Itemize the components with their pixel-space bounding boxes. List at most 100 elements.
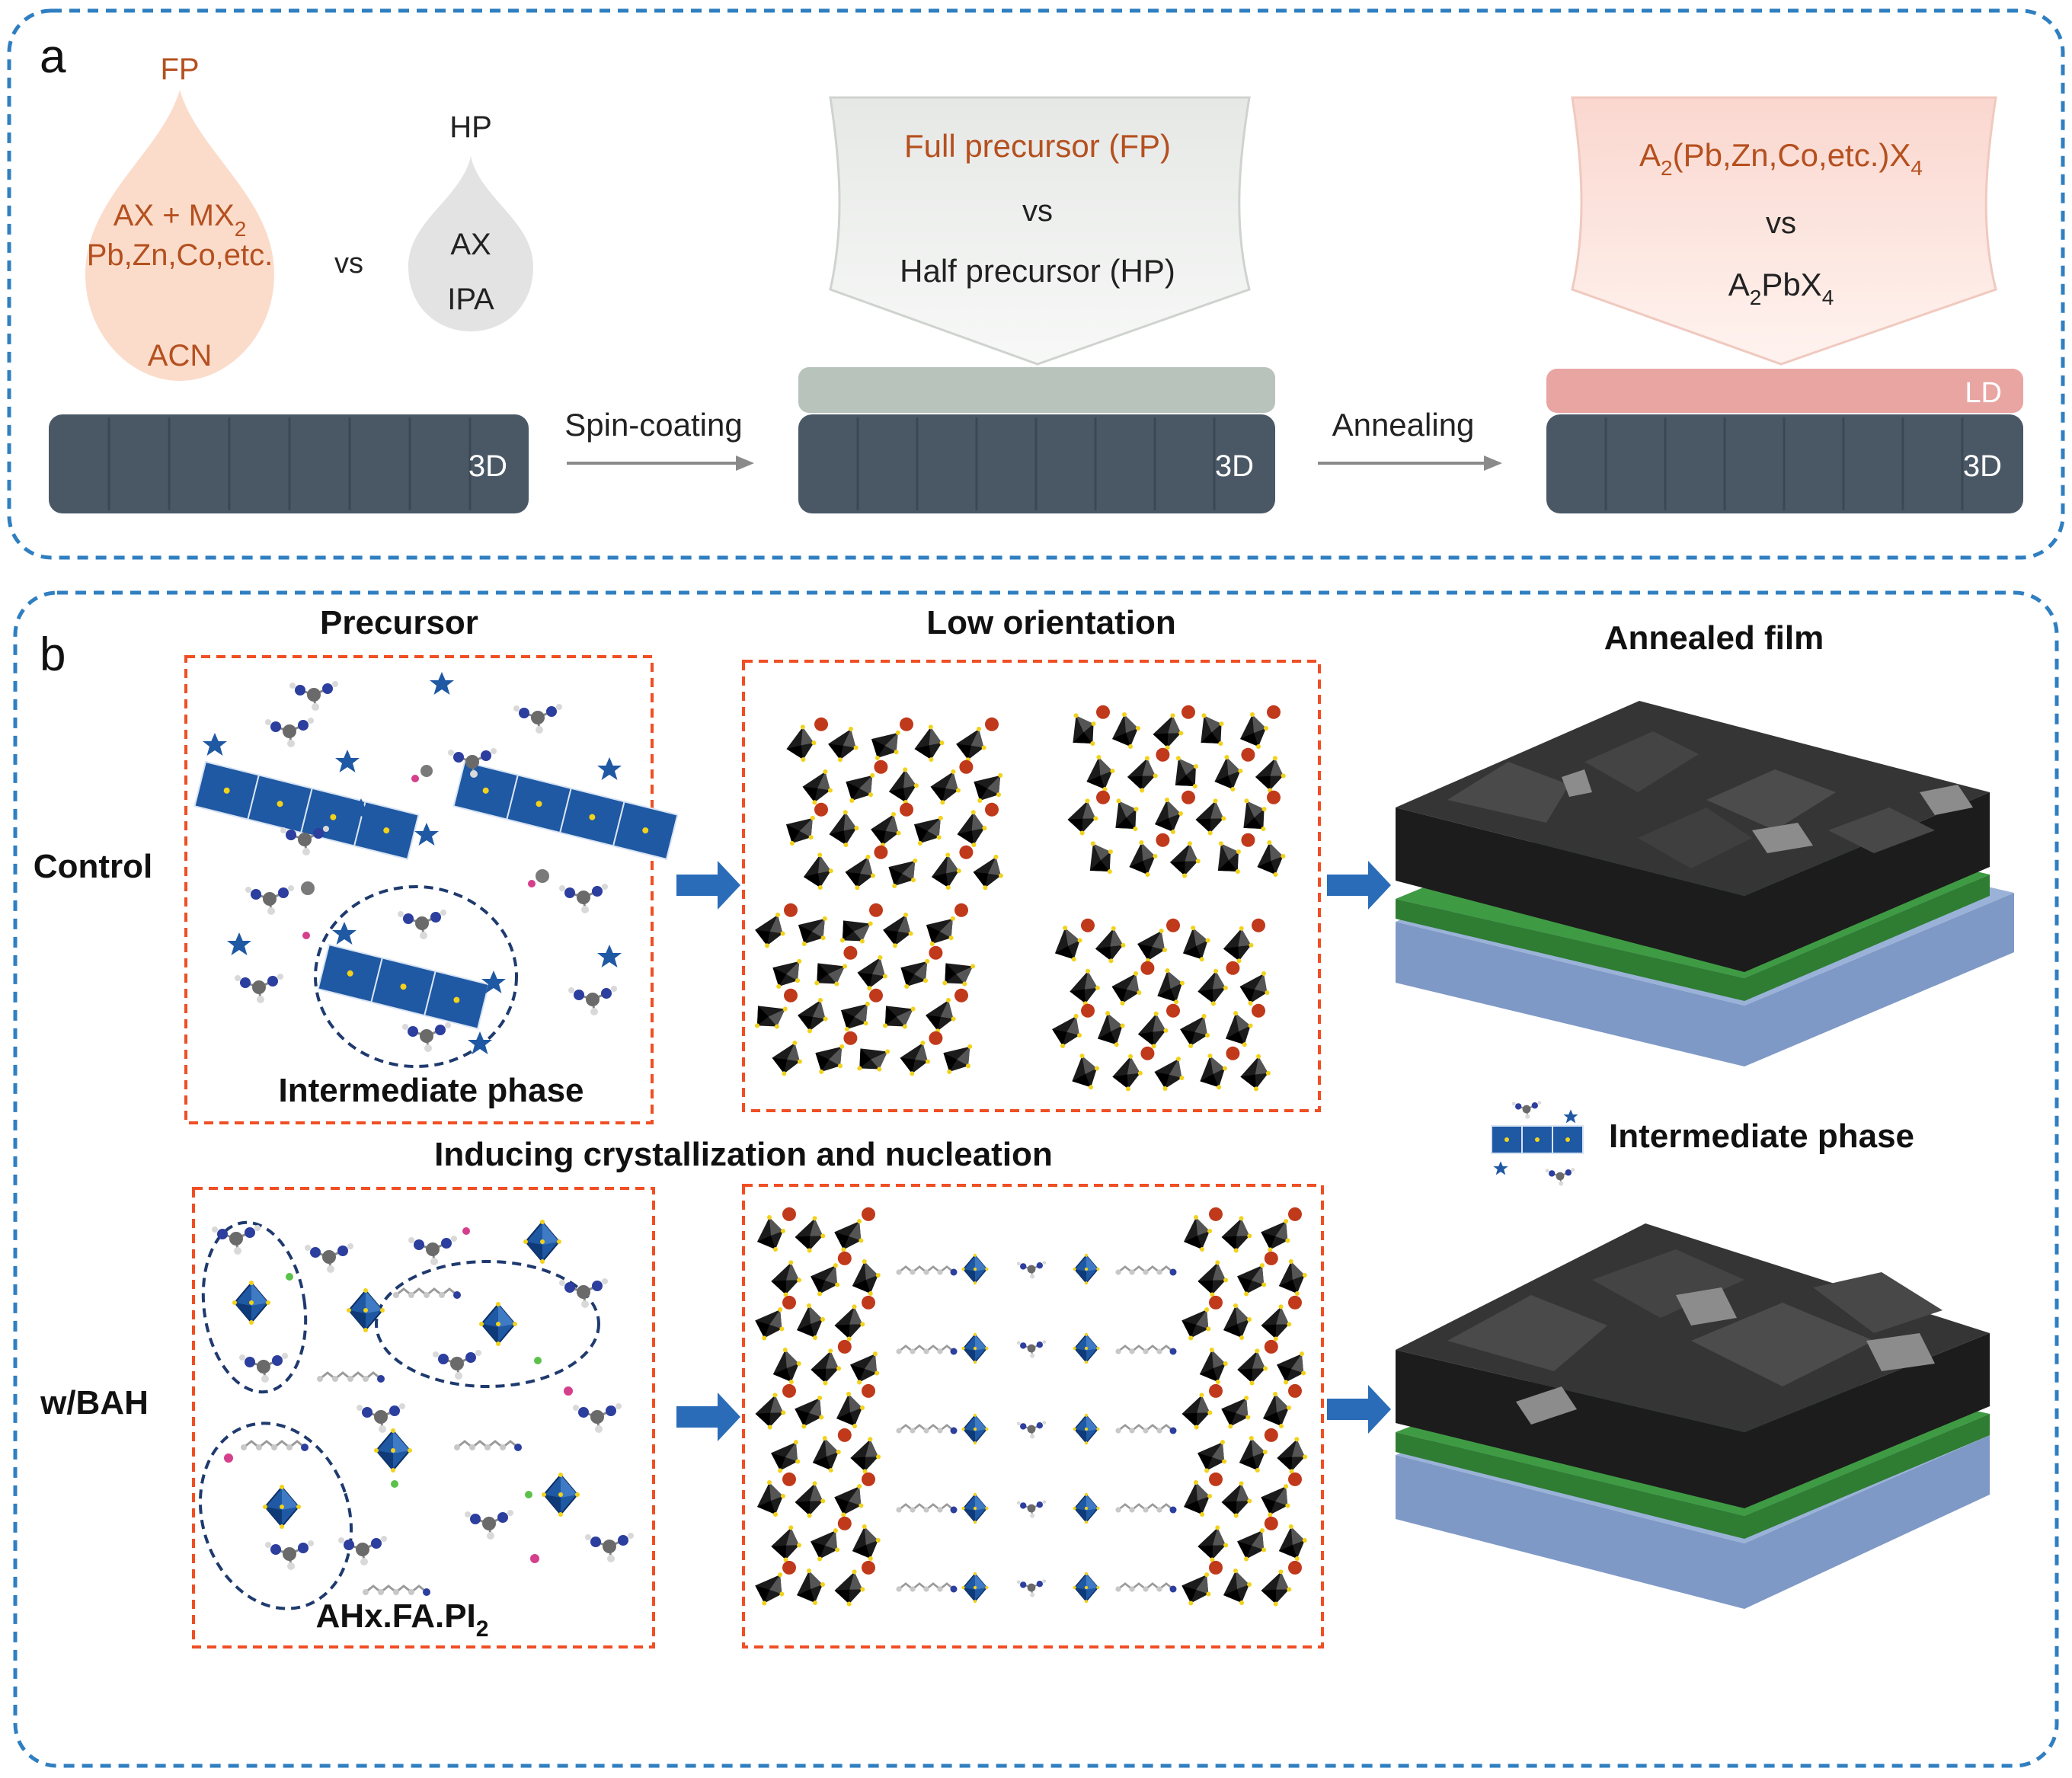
octahedron	[797, 1569, 825, 1605]
cation-sphere	[814, 802, 828, 817]
product-2-a: A	[1728, 267, 1750, 302]
cation-sphere	[1096, 790, 1110, 804]
ahx-caption-base: AHx.FA.PI	[316, 1597, 476, 1635]
octahedron	[757, 1215, 785, 1252]
octahedron	[929, 850, 964, 892]
octahedron	[881, 849, 928, 895]
octahedron	[1263, 1392, 1291, 1428]
cation-sphere	[862, 1472, 875, 1486]
product-1-b: (Pb,Zn,Co,etc.)X	[1673, 137, 1911, 173]
cation-sphere	[1288, 1207, 1302, 1221]
cation-sphere	[837, 1516, 852, 1530]
octahedron	[1273, 1433, 1313, 1477]
octahedron	[906, 807, 953, 852]
fp-droplet	[85, 90, 274, 381]
octahedron	[876, 996, 921, 1036]
cation-sphere	[929, 1031, 943, 1045]
octahedron	[1135, 1008, 1172, 1051]
ld-layer	[1546, 369, 2023, 413]
octahedron	[852, 1259, 881, 1296]
callout-product-2: A2PbX4	[1728, 267, 1834, 309]
octahedron	[757, 1480, 785, 1517]
cation-sphere	[1209, 1295, 1223, 1310]
octahedron	[1112, 712, 1140, 749]
octahedron	[966, 764, 1013, 810]
cation-sphere	[814, 717, 828, 731]
cation-sphere	[1288, 1383, 1302, 1398]
cation-sphere	[843, 1031, 858, 1045]
octahedron	[1257, 840, 1286, 877]
octahedron	[1095, 1009, 1127, 1049]
cation-sphere	[1241, 747, 1255, 762]
col-low-orientation: Low orientation	[926, 604, 1176, 641]
octahedron	[1194, 1521, 1234, 1565]
cation-sphere	[1209, 1560, 1223, 1575]
octahedron	[1218, 1212, 1258, 1256]
octahedron	[1109, 1050, 1147, 1094]
arrow-control-2	[1327, 861, 1391, 910]
cation-sphere	[1252, 1003, 1265, 1018]
octahedron	[765, 950, 812, 996]
substrate-3d-3	[1546, 414, 2023, 513]
substrate-3d-2	[798, 414, 1275, 513]
cation-sphere	[862, 1207, 875, 1221]
octahedron	[788, 1388, 834, 1435]
vs-label: vs	[334, 248, 363, 280]
ahx-caption-sub: 2	[476, 1617, 489, 1642]
cation-sphere	[1264, 1251, 1278, 1265]
panel-a-label: a	[40, 30, 66, 83]
octahedron	[1214, 755, 1243, 791]
bah-center-octahedra	[895, 1252, 1178, 1604]
cation-sphere	[900, 802, 913, 817]
bah-precursor-content	[198, 1219, 635, 1610]
low-orientation-cluster-4	[1046, 918, 1278, 1096]
octahedron	[1237, 1050, 1275, 1094]
octahedron	[1223, 1009, 1255, 1049]
cation-sphere	[862, 1560, 875, 1575]
hp-line1: AX	[450, 228, 491, 261]
fp-line1: AX + MX2	[114, 199, 247, 241]
cation-sphere	[1267, 790, 1281, 804]
annealed-film-control	[1396, 701, 2014, 1066]
octahedron	[1080, 836, 1120, 881]
cation-sphere	[954, 903, 968, 917]
cation-sphere	[1081, 1003, 1095, 1018]
octahedron	[935, 1035, 983, 1081]
cation-sphere	[1264, 1516, 1278, 1530]
octahedron	[1070, 1052, 1102, 1092]
cation-sphere	[784, 903, 798, 917]
cation-sphere	[1252, 918, 1265, 932]
bah-right-stack	[1175, 1207, 1316, 1612]
arrow-bah-1	[676, 1393, 740, 1441]
panel-b-frame	[13, 590, 2059, 1768]
cation-sphere	[1288, 1472, 1302, 1486]
bah-oriented-box	[742, 1184, 1324, 1648]
spin-coating-label: Spin-coating	[564, 407, 742, 443]
octahedron	[1270, 1344, 1316, 1391]
octahedron	[887, 765, 922, 807]
annealing-label: Annealing	[1332, 407, 1475, 443]
cation-sphere	[1241, 833, 1255, 847]
col-annealed-film: Annealed film	[1604, 619, 1824, 657]
cation-sphere	[929, 945, 943, 960]
cation-sphere	[837, 1251, 852, 1265]
octahedron	[1223, 1569, 1252, 1605]
control-precursor-box	[184, 655, 654, 1124]
intermediate-caption: Intermediate phase	[278, 1072, 584, 1109]
octahedron	[1066, 965, 1105, 1009]
octahedron	[843, 1344, 889, 1391]
octahedron	[1194, 965, 1233, 1009]
product-callout	[1571, 96, 1997, 366]
octahedron	[936, 954, 981, 993]
cation-sphere	[1181, 705, 1195, 719]
substrate-3d-3-label: 3D	[1963, 449, 2002, 483]
hp-droplet	[408, 156, 533, 331]
substrate-3d-2-label: 3D	[1215, 449, 1254, 483]
substrate-3d-1	[49, 414, 529, 513]
cation-sphere	[985, 802, 999, 817]
octahedron	[767, 1035, 811, 1081]
spin-coating-arrow	[567, 456, 754, 471]
octahedron	[1194, 1256, 1234, 1300]
octahedron	[836, 1392, 865, 1428]
